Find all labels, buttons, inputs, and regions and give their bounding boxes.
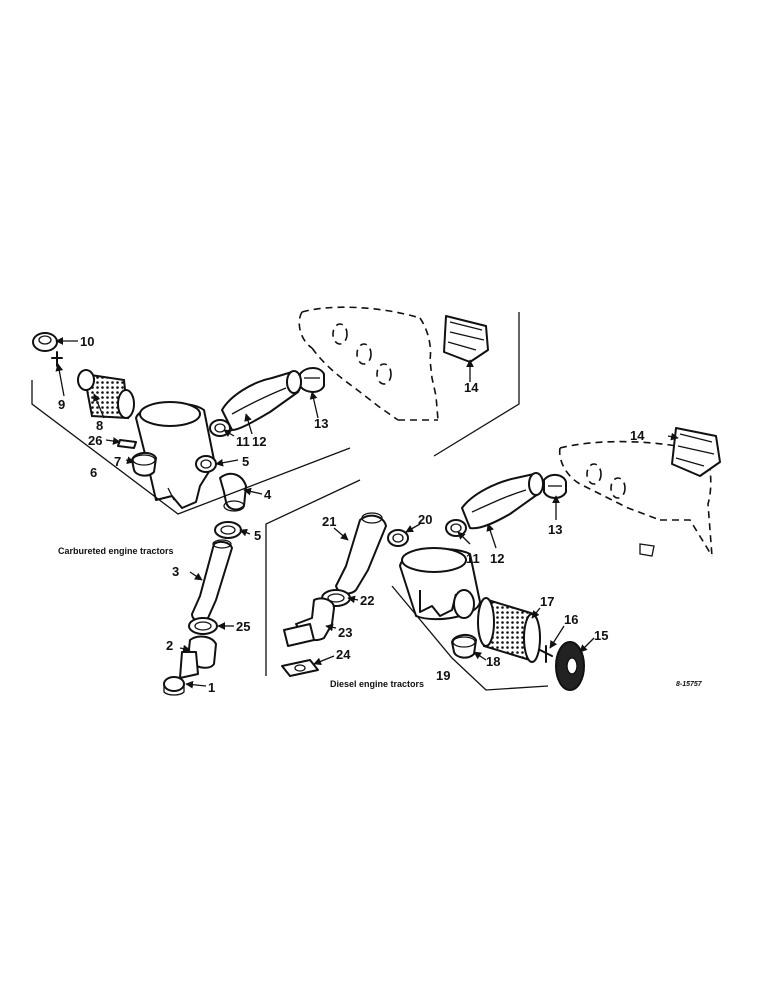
callout-25: 25 — [236, 619, 250, 634]
part-9-wing-nut — [51, 351, 63, 367]
group-6-bracket — [31, 380, 351, 515]
part-3-hose — [191, 539, 233, 623]
callout-12-top: 12 — [252, 434, 266, 449]
callout-21: 21 — [322, 514, 336, 529]
callout-19: 19 — [436, 668, 450, 683]
callout-7: 7 — [114, 454, 121, 469]
part-1-fitting — [163, 676, 185, 696]
callout-18: 18 — [486, 654, 500, 669]
part-23-elbow — [283, 597, 335, 647]
callout-2: 2 — [166, 638, 173, 653]
callout-5-upper: 5 — [242, 454, 249, 469]
callout-26: 26 — [88, 433, 102, 448]
part-21-hose — [335, 512, 387, 595]
part-24-gasket — [281, 659, 319, 677]
part-13-top — [299, 367, 325, 393]
callout-6: 6 — [90, 465, 97, 480]
caption-carbureted: Carbureted engine tractors — [58, 546, 174, 556]
part-25-clamp — [188, 617, 218, 635]
callout-14-diesel: 14 — [630, 428, 645, 443]
diesel-engine-hood-outline — [558, 440, 713, 557]
diesel-group-bracket — [265, 479, 549, 691]
carbureted-engine-hood-outline — [298, 306, 520, 457]
callout-4: 4 — [264, 487, 272, 502]
callout-11-diesel: 11 — [466, 551, 480, 566]
caption-diesel: Diesel engine tractors — [330, 679, 424, 689]
callout-13-diesel: 13 — [548, 522, 562, 537]
part-2-elbow — [179, 635, 217, 679]
part-15-cover — [555, 641, 585, 691]
part-14-diesel — [671, 427, 721, 477]
callout-3: 3 — [172, 564, 179, 579]
part-18-cup — [451, 634, 477, 659]
part-4-elbow — [219, 472, 247, 512]
callout-9: 9 — [58, 397, 65, 412]
part-20-clamp — [387, 529, 409, 547]
callout-1: 1 — [208, 680, 215, 695]
part-5-clamp-upper — [195, 455, 217, 473]
part-19-air-cleaner-body-diesel — [399, 547, 481, 621]
callout-14-top: 14 — [464, 380, 479, 395]
part-14-top — [443, 315, 489, 363]
part-7-cup — [131, 452, 157, 477]
callout-20: 20 — [418, 512, 432, 527]
leader-lines — [55, 337, 679, 689]
callout-23: 23 — [338, 625, 352, 640]
part-5-clamp-lower — [214, 521, 242, 539]
callout-17: 17 — [540, 594, 554, 609]
callout-15: 15 — [594, 628, 608, 643]
callout-24: 24 — [336, 647, 351, 662]
part-12-diesel-intake-elbow — [461, 472, 544, 530]
part-17-filter-element-diesel — [477, 597, 541, 663]
callout-22: 22 — [360, 593, 374, 608]
part-12-top-intake-elbow — [221, 370, 302, 431]
part-13-diesel — [543, 474, 567, 499]
callout-10: 10 — [80, 334, 94, 349]
part-26-gasket — [117, 439, 137, 449]
callout-13-top: 13 — [314, 416, 328, 431]
part-10-cap — [32, 332, 58, 352]
part-11-diesel-clamp — [445, 519, 467, 537]
callout-12-diesel: 12 — [490, 551, 504, 566]
callout-labels: 10 9 8 26 7 6 11 12 13 14 5 4 5 Carburet… — [58, 334, 703, 695]
callout-5-lower: 5 — [254, 528, 261, 543]
callout-11-top: 11 — [236, 434, 250, 449]
callout-16: 16 — [564, 612, 578, 627]
part-16-wing-nut — [539, 645, 553, 663]
reference-number: 8-15757 — [676, 681, 703, 688]
part-8-filter-element — [77, 369, 135, 420]
part-11-top-clamp — [209, 419, 231, 437]
callout-8: 8 — [96, 418, 103, 433]
